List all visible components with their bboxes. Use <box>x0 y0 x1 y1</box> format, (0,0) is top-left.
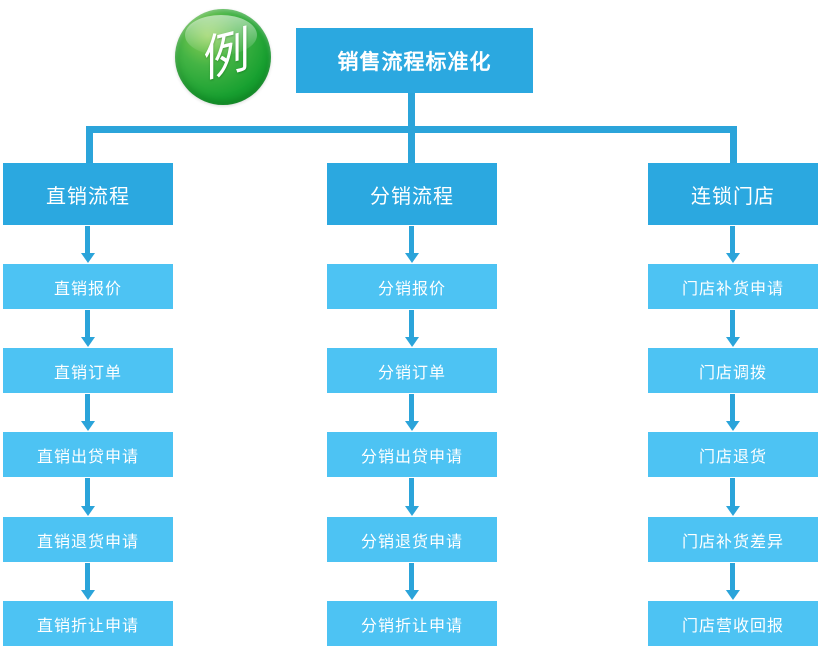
arrow-down-icon <box>405 394 419 431</box>
arrow-head-icon <box>81 506 95 516</box>
arrow-down-icon <box>81 563 95 600</box>
connector-stub-col3 <box>730 133 737 163</box>
connector-root-stem <box>408 93 415 126</box>
arrow-head-icon <box>81 253 95 263</box>
arrow-down-icon <box>405 310 419 347</box>
arrow-shaft <box>409 394 414 422</box>
column2-item-1: 分销报价 <box>327 264 497 309</box>
arrow-head-icon <box>81 337 95 347</box>
arrow-down-icon <box>726 310 740 347</box>
arrow-head-icon <box>726 506 740 516</box>
column3-item-2: 门店调拨 <box>648 348 818 393</box>
column1-item-3: 直销出贷申请 <box>3 432 173 477</box>
arrow-down-icon <box>726 226 740 263</box>
example-badge: 例 <box>175 9 271 105</box>
arrow-down-icon <box>405 226 419 263</box>
arrow-down-icon <box>81 478 95 516</box>
arrow-shaft <box>85 226 90 254</box>
arrow-down-icon <box>81 226 95 263</box>
arrow-head-icon <box>405 590 419 600</box>
arrow-shaft <box>409 563 414 591</box>
arrow-down-icon <box>81 394 95 431</box>
root-node-sales-process: 销售流程标准化 <box>296 28 533 93</box>
column3-item-4: 门店补货差异 <box>648 517 818 562</box>
column2-header: 分销流程 <box>327 163 497 225</box>
arrow-head-icon <box>405 253 419 263</box>
column1-item-1: 直销报价 <box>3 264 173 309</box>
connector-horizontal-bus <box>86 126 737 133</box>
connector-stub-col2 <box>408 133 415 163</box>
arrow-shaft <box>730 478 735 507</box>
arrow-shaft <box>409 310 414 338</box>
arrow-down-icon <box>726 394 740 431</box>
arrow-down-icon <box>405 478 419 516</box>
arrow-shaft <box>85 563 90 591</box>
arrow-head-icon <box>81 590 95 600</box>
arrow-shaft <box>409 478 414 507</box>
column1-item-2: 直销订单 <box>3 348 173 393</box>
arrow-shaft <box>730 226 735 254</box>
column2-item-3: 分销出贷申请 <box>327 432 497 477</box>
arrow-head-icon <box>726 253 740 263</box>
arrow-shaft <box>85 394 90 422</box>
arrow-shaft <box>85 310 90 338</box>
column2-item-4: 分销退货申请 <box>327 517 497 562</box>
arrow-down-icon <box>405 563 419 600</box>
arrow-down-icon <box>81 310 95 347</box>
column2-item-2: 分销订单 <box>327 348 497 393</box>
column3-header: 连锁门店 <box>648 163 818 225</box>
arrow-shaft <box>730 563 735 591</box>
arrow-head-icon <box>81 421 95 431</box>
column1-header: 直销流程 <box>3 163 173 225</box>
arrow-head-icon <box>405 421 419 431</box>
column2-item-5: 分销折让申请 <box>327 601 497 646</box>
arrow-down-icon <box>726 563 740 600</box>
arrow-head-icon <box>726 337 740 347</box>
example-badge-label: 例 <box>193 24 253 89</box>
arrow-head-icon <box>405 337 419 347</box>
connector-stub-col1 <box>86 133 93 163</box>
column3-item-3: 门店退货 <box>648 432 818 477</box>
arrow-head-icon <box>726 421 740 431</box>
arrow-shaft <box>409 226 414 254</box>
arrow-head-icon <box>726 590 740 600</box>
column1-item-4: 直销退货申请 <box>3 517 173 562</box>
arrow-shaft <box>730 310 735 338</box>
column3-item-5: 门店营收回报 <box>648 601 818 646</box>
arrow-shaft <box>730 394 735 422</box>
arrow-head-icon <box>405 506 419 516</box>
arrow-down-icon <box>726 478 740 516</box>
column3-item-1: 门店补货申请 <box>648 264 818 309</box>
arrow-shaft <box>85 478 90 507</box>
column1-item-5: 直销折让申请 <box>3 601 173 646</box>
